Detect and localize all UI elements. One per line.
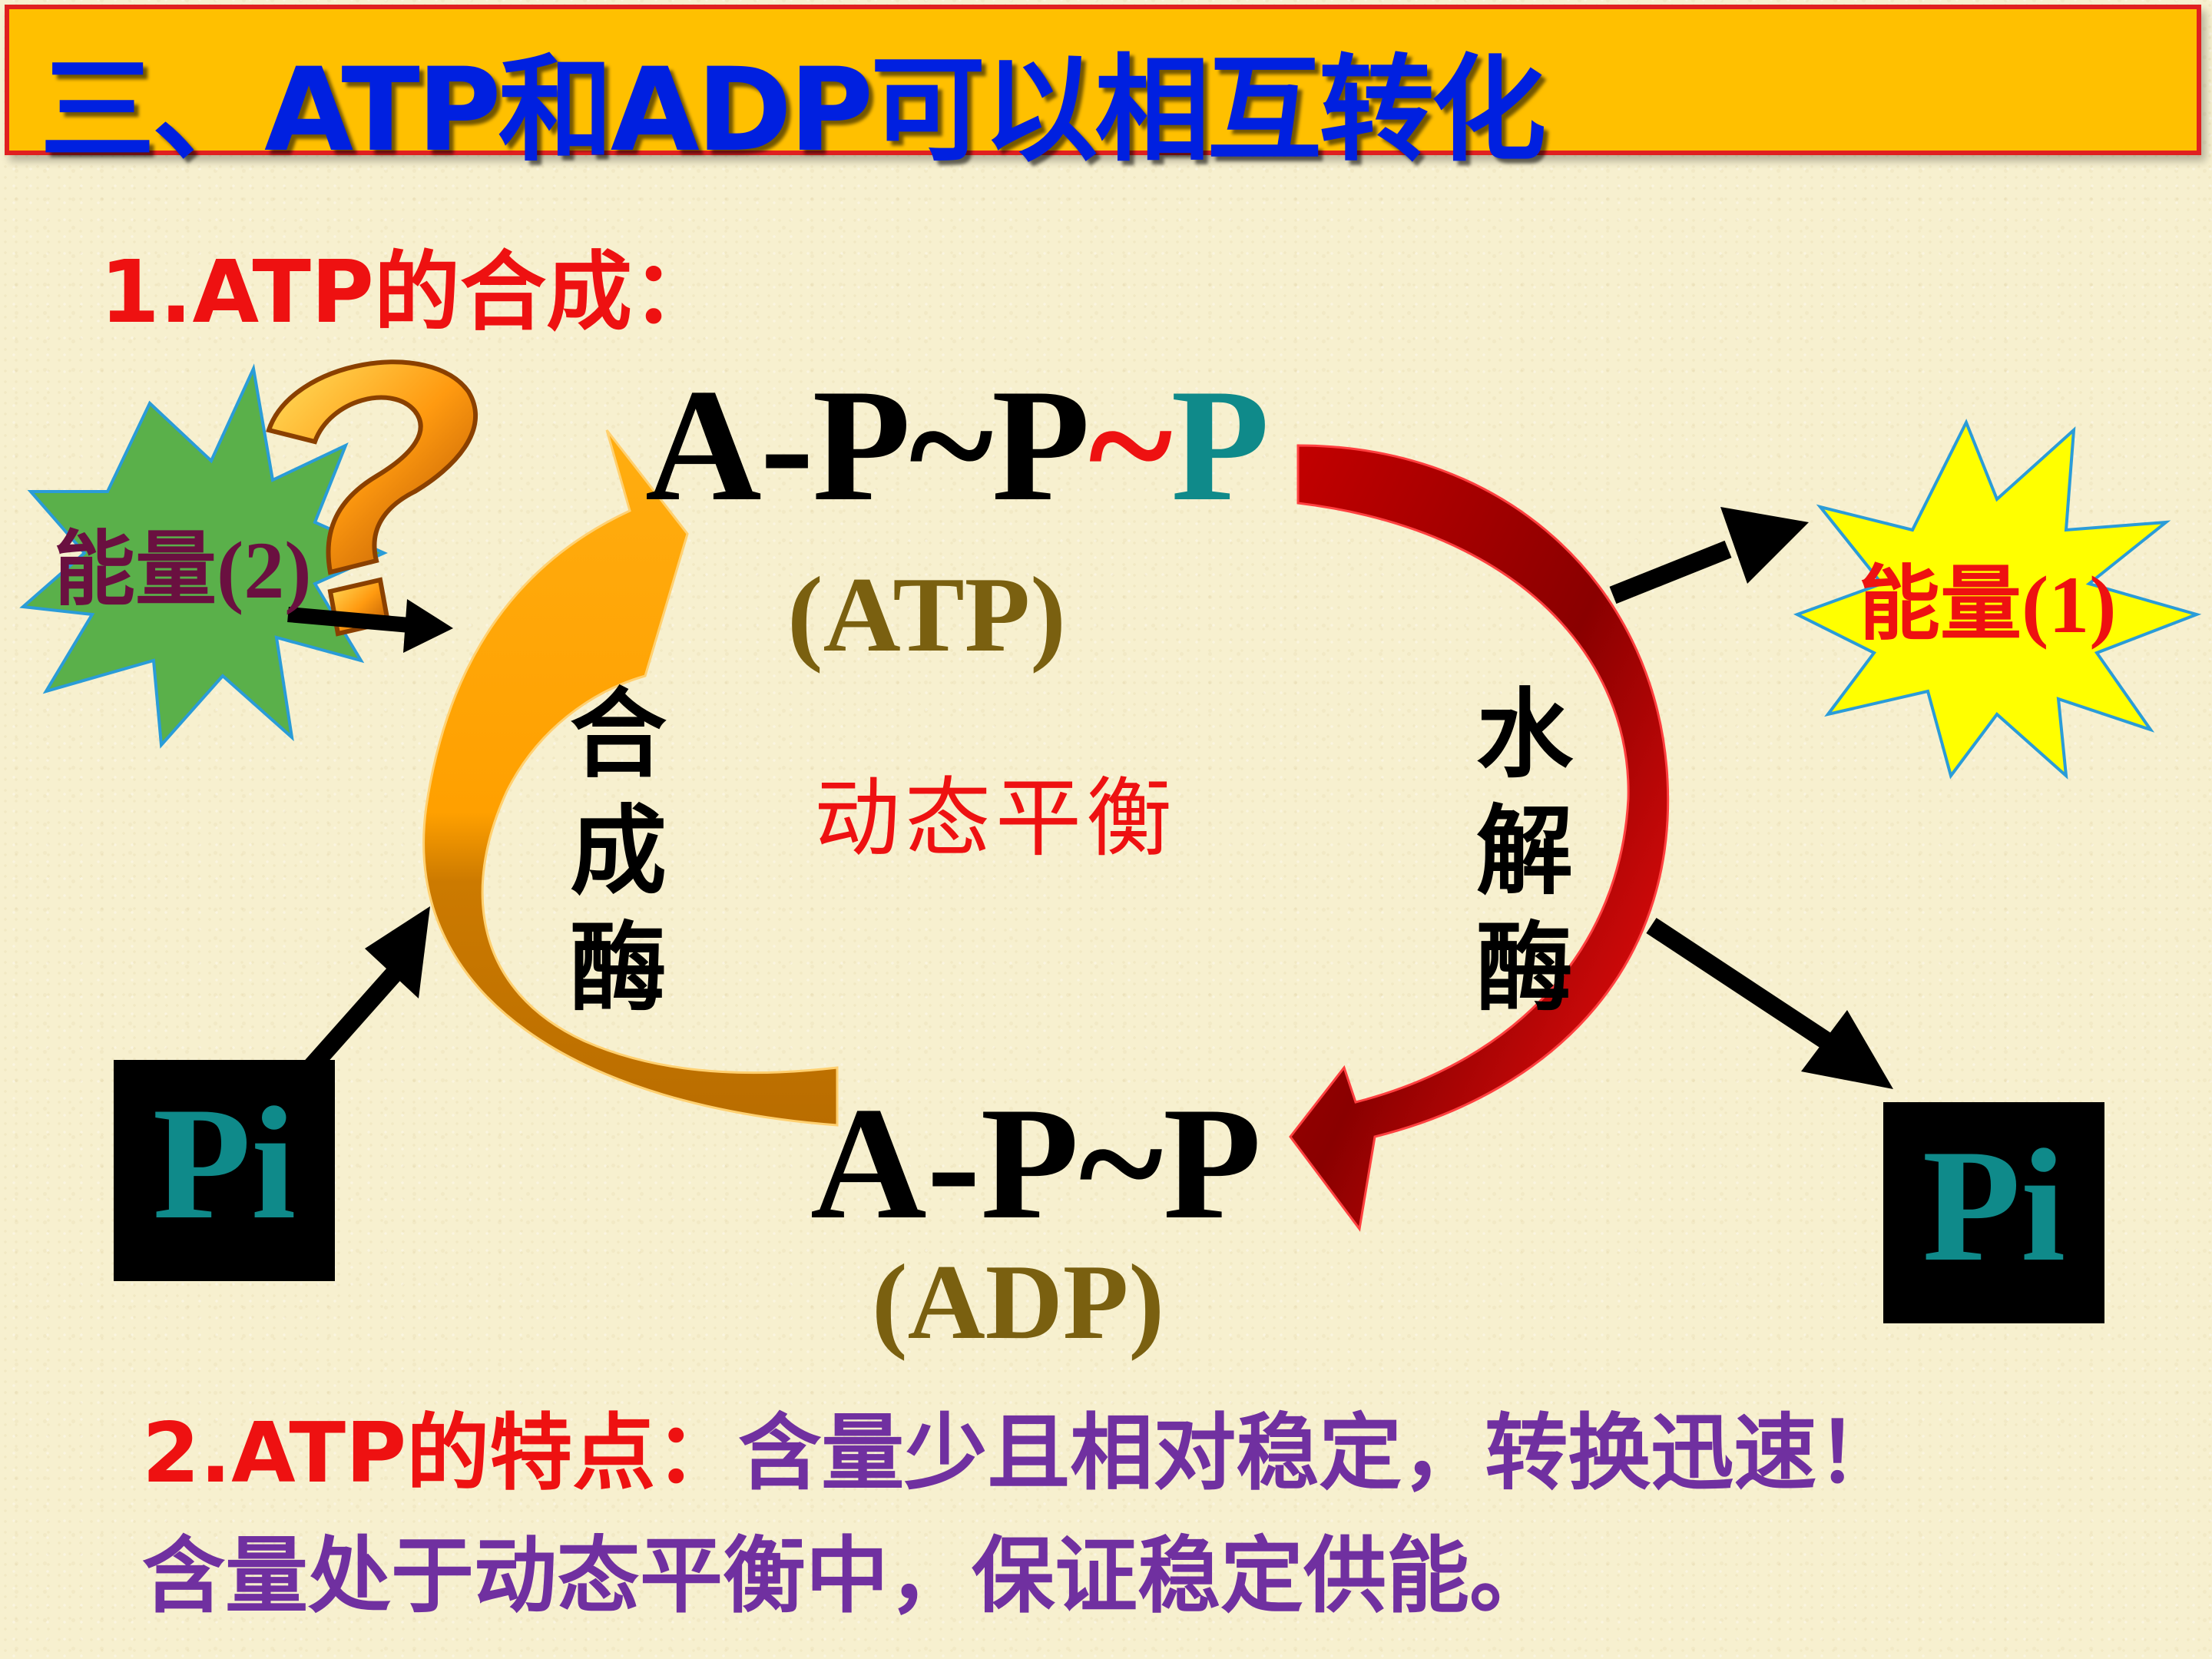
synthase-char: 成 — [570, 794, 667, 908]
hydrolysis-arrow — [1289, 444, 1670, 1232]
energy-in-arrow — [287, 599, 453, 653]
atp-formula-main: A-P~P — [645, 356, 1090, 535]
synthesis-arrow — [422, 429, 839, 1127]
energy-output-label: 能量(1) — [1859, 538, 2117, 656]
pi-input-text: Pi — [152, 1075, 296, 1253]
pi-output-text: Pi — [1922, 1117, 2066, 1295]
adp-label: (ADP) — [872, 1243, 1164, 1362]
hydrolase-char: 解 — [1476, 794, 1573, 908]
feature-text: 含量少且相对稳定，转换迅速！ — [738, 1406, 1900, 1502]
atp-high-energy-bond: ~ — [1088, 356, 1172, 535]
energy-output-number: (1) — [2022, 560, 2117, 650]
energy-input-text: 能量 — [54, 522, 217, 617]
atp-terminal-phosphate: P — [1171, 356, 1270, 535]
dynamic-balance-label: 动态平衡 — [814, 769, 1177, 869]
energy-out-arrow — [1609, 507, 1809, 604]
hydrolase-label: 水 解 酶 — [1471, 676, 1578, 1026]
feature-heading: 2.ATP的特点： — [142, 1406, 739, 1502]
title-bar: 三、ATP和ADP可以相互转化 — [5, 5, 2201, 177]
adp-formula: A-P~P — [810, 1075, 1262, 1253]
energy-input-label: 能量(2) — [54, 503, 312, 621]
synthase-label: 合 成 酶 — [565, 676, 672, 1026]
feature-line-2: 含量处于动态平衡中，保证稳定供能。 — [142, 1528, 1553, 1624]
starburst-yellow-icon — [1793, 419, 2202, 780]
starburst-green-icon — [19, 363, 388, 749]
energy-output-text: 能量 — [1859, 557, 2022, 651]
heading-synthesis: 1.ATP的合成： — [100, 243, 718, 343]
page-title: 三、ATP和ADP可以相互转化 — [40, 44, 1546, 177]
feature-line: 2.ATP的特点：含量少且相对稳定，转换迅速！ — [142, 1386, 1899, 1506]
atp-label: (ATP) — [787, 555, 1066, 674]
energy-input-number: (2) — [217, 525, 312, 615]
atp-formula: A-P~P~P — [645, 353, 1270, 538]
hydrolase-char: 酶 — [1476, 911, 1573, 1025]
hydrolase-char: 水 — [1476, 677, 1573, 791]
pi-box-input: Pi — [114, 1060, 335, 1281]
synthase-char: 合 — [570, 677, 667, 791]
pi-box-output: Pi — [1883, 1102, 2104, 1323]
pi-out-arrow — [1646, 917, 1893, 1089]
synthase-char: 酶 — [570, 911, 667, 1025]
